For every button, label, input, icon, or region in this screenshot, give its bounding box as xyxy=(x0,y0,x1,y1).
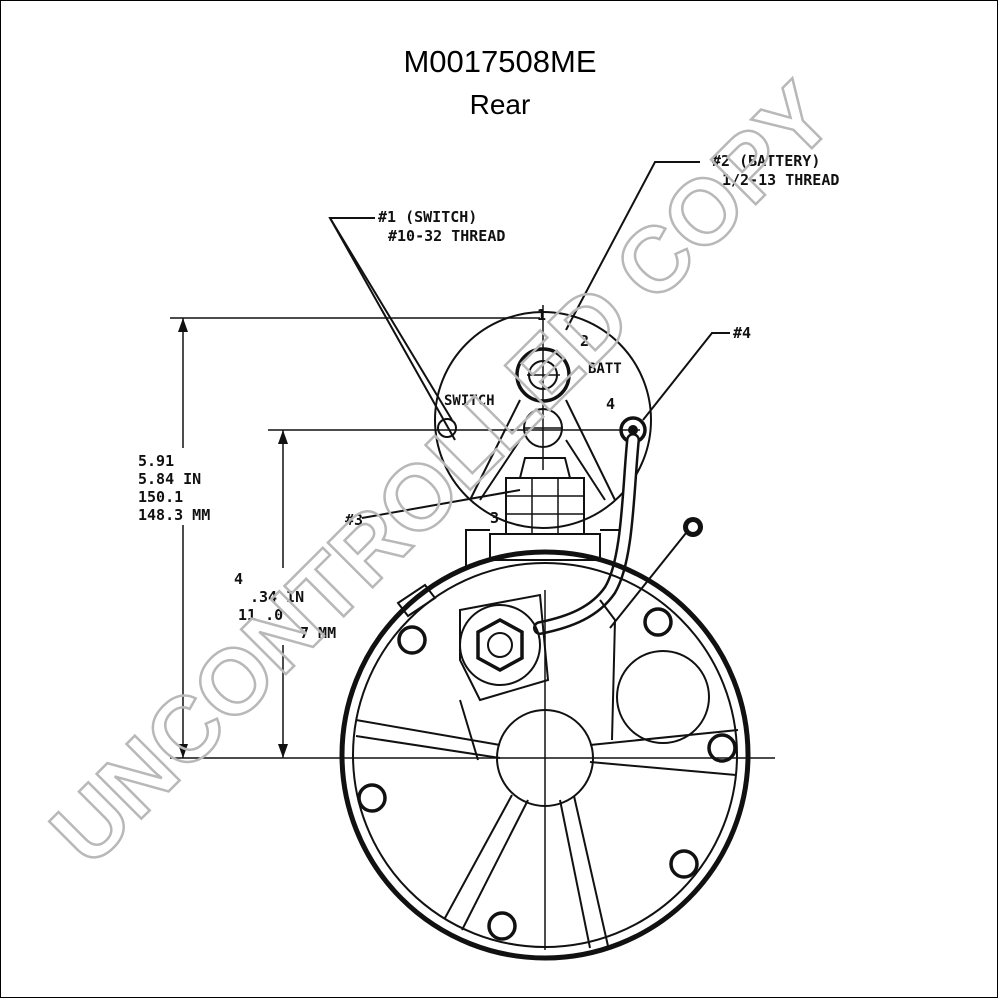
switch-label-2: #10-32 THREAD xyxy=(388,227,505,245)
terminal-4-leader: #4 xyxy=(642,324,751,421)
callout-3: 3 xyxy=(490,509,499,527)
callout-1: 1 xyxy=(537,306,546,324)
part-number-title: M0017508ME xyxy=(403,44,597,79)
battery-leader: #2 (BATTERY) 1/2-13 THREAD xyxy=(565,152,839,331)
callout-2: 2 xyxy=(580,332,589,350)
terminal-3-leader: #3 xyxy=(345,489,521,529)
battery-label-2: 1/2-13 THREAD xyxy=(722,171,839,189)
overall-height-in-1: 5.91 xyxy=(138,452,174,470)
solenoid-cap xyxy=(434,305,652,529)
terminal-3-label: #3 xyxy=(345,511,363,529)
center-height-dimension: 4 .34 IN 11 .0 7 MM xyxy=(234,429,640,758)
callout-4: 4 xyxy=(606,395,615,413)
center-height-mm-2: 7 MM xyxy=(300,624,336,642)
switch-label-1: #1 (SWITCH) xyxy=(378,208,477,226)
overall-height-dimension: 5.91 5.84 IN 150.1 148.3 MM xyxy=(138,317,540,758)
center-height-in-1: 4 xyxy=(234,570,243,588)
battery-label-1: #2 (BATTERY) xyxy=(712,152,820,170)
center-height-mm-1: 11 .0 xyxy=(238,606,283,624)
switch-leader: #1 (SWITCH) #10-32 THREAD xyxy=(328,208,505,441)
terminal-4-label: #4 xyxy=(733,324,751,342)
motor-end-frame xyxy=(339,517,751,961)
overall-height-mm-1: 150.1 xyxy=(138,488,183,506)
overall-height-mm-2: 148.3 MM xyxy=(138,506,210,524)
switch-label: SWITCH xyxy=(444,393,495,409)
solenoid-nut-stack xyxy=(465,457,621,570)
batt-label: BATT xyxy=(588,361,622,377)
center-height-in-2: .34 IN xyxy=(250,588,304,606)
view-label: Rear xyxy=(469,89,531,120)
overall-height-in-2: 5.84 IN xyxy=(138,470,201,488)
